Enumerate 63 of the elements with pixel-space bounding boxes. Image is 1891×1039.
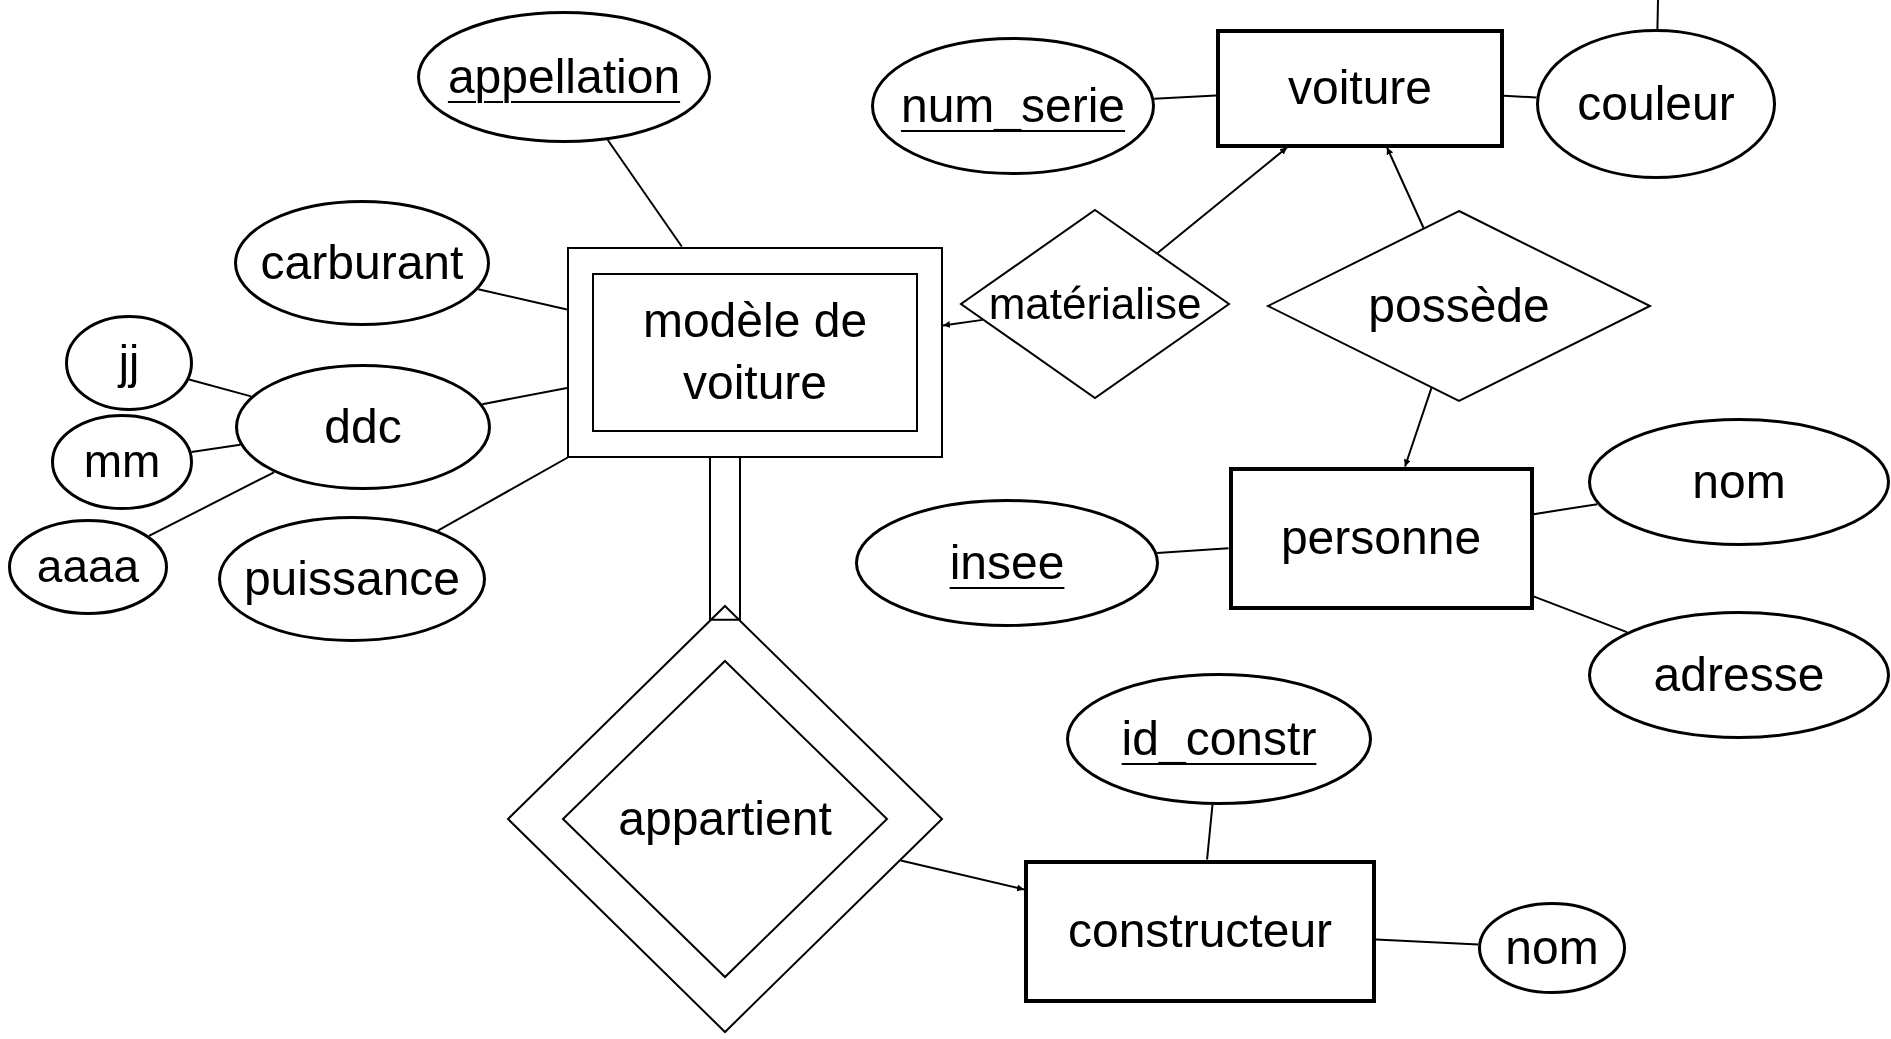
connector-line: [1532, 595, 1628, 634]
entity-name: personne: [1280, 509, 1482, 566]
relationship-diamond: [960, 209, 1230, 399]
attribute-name: carburant: [260, 234, 464, 291]
key-attribute-name: appellation: [447, 48, 681, 105]
arrow: [1403, 387, 1433, 468]
attribute-ellipse: [1478, 902, 1626, 994]
connector-line: [148, 471, 276, 537]
entity-name: constructeur: [1067, 902, 1333, 959]
connector-line: [1656, 0, 1659, 30]
attribute-name: nom: [1692, 453, 1786, 510]
attribute-ellipse: [218, 516, 486, 642]
connector-line: [1153, 94, 1217, 100]
connector-line: [1206, 803, 1214, 861]
key-attribute-name: num_serie: [900, 77, 1126, 134]
connector-line: [1375, 938, 1480, 946]
relationship-diamond: [1267, 210, 1651, 402]
entity-box: [1216, 28, 1504, 148]
connector-line: [436, 456, 569, 532]
attribute-ellipse: [235, 364, 491, 490]
connector-line: [477, 288, 568, 311]
attribute-name: nom: [1505, 919, 1599, 976]
connector-line: [481, 386, 568, 406]
attribute-ellipse: [65, 315, 193, 411]
key-attribute-name: id_constr: [1121, 710, 1317, 767]
arrow: [942, 318, 984, 328]
connector-line: [1156, 547, 1230, 554]
relationship-name: matérialise: [988, 278, 1202, 331]
attribute-name: couleur: [1577, 75, 1735, 132]
attribute-name: ddc: [324, 398, 402, 455]
connector-line: [188, 378, 253, 398]
attribute-ellipse: [51, 414, 193, 510]
arrow: [1386, 146, 1425, 229]
relationship-name: appartient: [618, 790, 832, 847]
attribute-name: jj: [118, 335, 140, 391]
attribute-ellipse: [1588, 418, 1890, 546]
connector-line: [606, 139, 683, 248]
key-attribute-ellipse: [871, 37, 1155, 175]
key-attribute-ellipse: [855, 499, 1159, 627]
key-attribute-ellipse: [1066, 673, 1372, 805]
key-attribute-name: insee: [949, 534, 1065, 591]
double-line: [709, 456, 741, 621]
entity-name: modèle de voiture: [641, 292, 869, 411]
connector-line: [1503, 94, 1538, 99]
attribute-ellipse: [234, 200, 490, 326]
attribute-ellipse: [1588, 611, 1890, 739]
attribute-name: aaaa: [36, 539, 140, 595]
entity-name: voiture: [1287, 59, 1433, 116]
arrow: [1156, 146, 1288, 254]
key-attribute-ellipse: [417, 11, 711, 143]
attribute-name: puissance: [243, 550, 461, 607]
connector-line: [1532, 503, 1599, 516]
attribute-name: mm: [83, 434, 161, 490]
attribute-ellipse: [1536, 29, 1776, 179]
attribute-name: adresse: [1653, 646, 1825, 703]
arrow: [899, 859, 1025, 892]
relationship-name: possède: [1368, 277, 1550, 334]
entity-box: [1228, 466, 1534, 610]
weak-entity-box: [567, 246, 943, 458]
weak-relationship-diamond: [507, 605, 943, 1033]
connector-line: [190, 443, 242, 453]
attribute-ellipse: [8, 519, 168, 615]
entity-box: [1024, 859, 1376, 1003]
